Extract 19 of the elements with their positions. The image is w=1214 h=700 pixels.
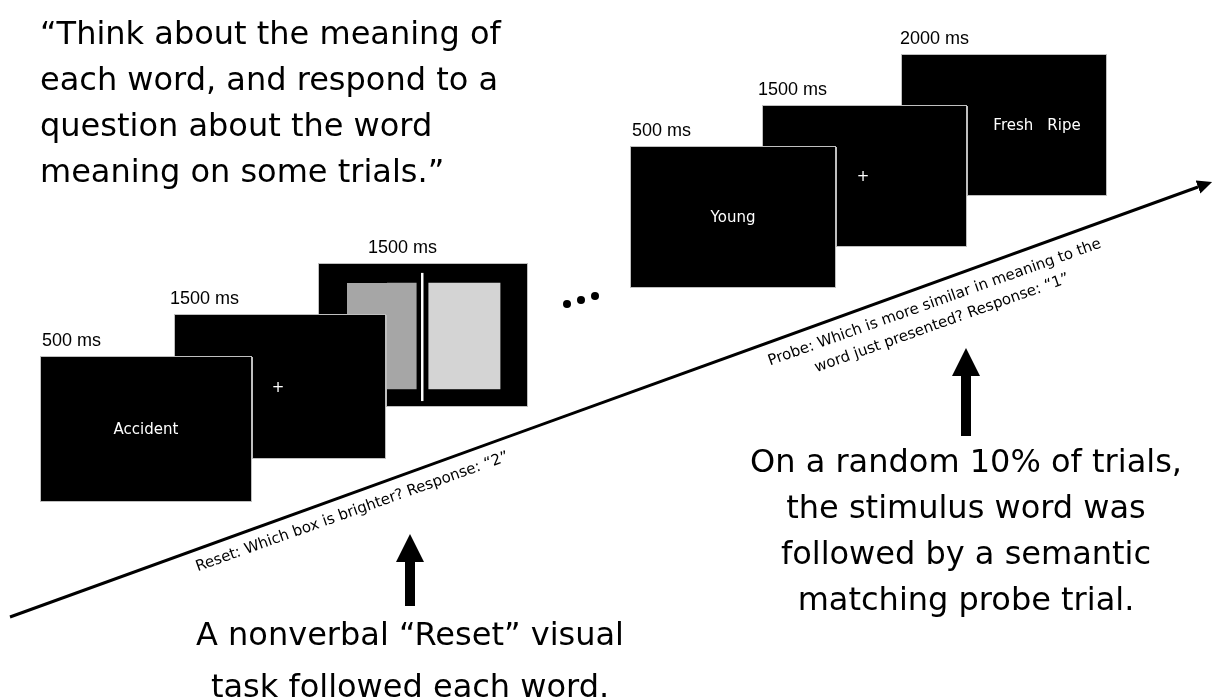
duration-label: 500 ms: [42, 330, 102, 351]
duration-label: 500 ms: [632, 120, 692, 141]
stimulus-word: Young: [710, 208, 756, 226]
explanation-text: A nonverbal “Reset” visual task followed each word.: [185, 608, 635, 700]
duration-label: 1500 ms: [170, 288, 240, 309]
duration-label: 1500 ms: [758, 79, 828, 100]
stimulus-word: Accident: [113, 420, 179, 438]
fixation-cross: +: [856, 167, 870, 185]
fixation-cross: +: [271, 377, 285, 396]
instruction-quote: “Think about the meaning of each word, and respond to a question about the word meaning on some trials.”: [40, 13, 503, 192]
screen-display: [630, 146, 836, 288]
stimulus-word: Fresh: [993, 116, 1034, 134]
duration-label: 1500 ms: [368, 237, 438, 258]
arrow: [396, 534, 424, 606]
duration-label: 2000 ms: [900, 28, 970, 49]
explanation-text: On a random 10% of trials, the stimulus word was followed by a semantic matching probe trial.: [736, 438, 1196, 622]
screen-display: [40, 356, 252, 502]
stimulus-word: Ripe: [1047, 116, 1081, 134]
arrow: [952, 348, 980, 436]
